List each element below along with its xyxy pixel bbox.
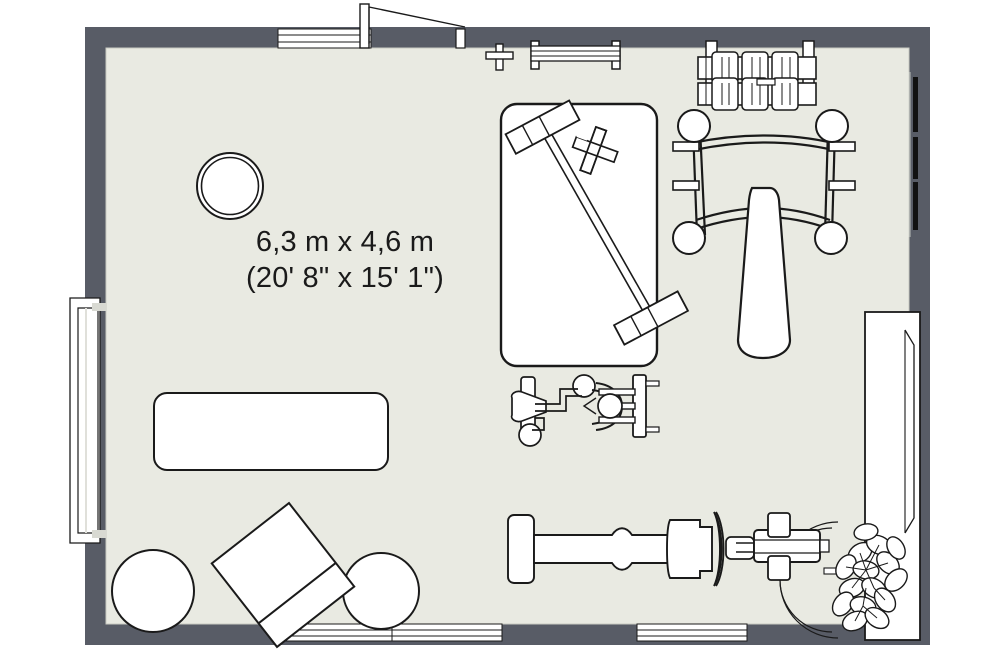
- stool-right[interactable]: [342, 552, 420, 630]
- dumbbell[interactable]: [566, 121, 623, 180]
- barbell[interactable]: [504, 99, 690, 346]
- bay-window-left[interactable]: [69, 297, 106, 544]
- yoga-mat-bench[interactable]: [153, 392, 389, 471]
- dark-window-right[interactable]: [908, 72, 918, 237]
- window-top-left[interactable]: [277, 28, 372, 49]
- weight-stand[interactable]: [485, 43, 514, 71]
- door-swing-arc: [368, 6, 466, 28]
- barbell-rack[interactable]: [530, 40, 621, 70]
- dumbbell-rack[interactable]: [697, 40, 817, 111]
- stool-left[interactable]: [111, 549, 195, 633]
- weight-plate[interactable]: [196, 152, 264, 220]
- door-top-sliding[interactable]: [359, 3, 466, 49]
- potted-plant[interactable]: [828, 522, 911, 635]
- elliptical-trainer[interactable]: [672, 109, 856, 360]
- treadmill[interactable]: [507, 511, 830, 587]
- exercise-mat[interactable]: [499, 102, 659, 368]
- window-bottom-right[interactable]: [636, 623, 748, 642]
- weight-machine[interactable]: [510, 374, 660, 447]
- ottoman[interactable]: [210, 501, 356, 649]
- window-bottom-left[interactable]: [274, 623, 503, 642]
